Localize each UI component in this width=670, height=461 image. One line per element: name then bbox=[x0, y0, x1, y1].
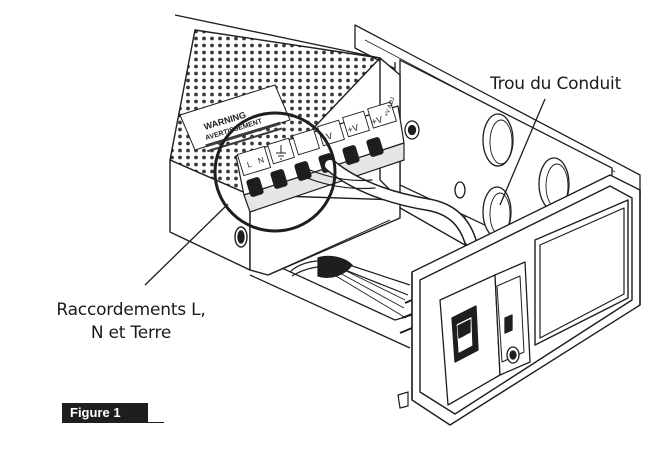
terminal-plus-v-1-label: +V bbox=[346, 122, 360, 135]
callout-connections: Raccordements L, N et Terre bbox=[36, 299, 226, 345]
terminal-n-label: N bbox=[257, 155, 265, 165]
callout-connections-line1: Raccordements L, bbox=[56, 300, 206, 320]
terminal-l-label: L bbox=[246, 160, 253, 170]
terminal-screws bbox=[246, 137, 384, 197]
display-window bbox=[539, 207, 625, 339]
callout-connections-line2: N et Terre bbox=[90, 323, 172, 343]
conduit-hole-1 bbox=[482, 113, 514, 167]
ribbon-cable bbox=[289, 255, 411, 319]
callout-conduit-hole: Trou du Conduit bbox=[490, 74, 622, 94]
terminal-minus-v-label: -V bbox=[322, 131, 334, 143]
terminal-plus-v-2-label: +V bbox=[370, 114, 384, 127]
leader-line-conduit bbox=[499, 98, 546, 206]
terminal-label-strip bbox=[236, 101, 397, 177]
mounting-tab bbox=[397, 391, 409, 409]
switch-door bbox=[399, 261, 531, 406]
figure-label: Figure 1 bbox=[62, 403, 148, 423]
terminal-block: L N -V +V +V +V ADJ bbox=[235, 97, 405, 213]
cable bbox=[299, 158, 477, 247]
leader-line-connections bbox=[144, 203, 229, 286]
highlight-circle bbox=[213, 111, 337, 233]
figure-label-rule bbox=[148, 422, 164, 423]
ground-icon bbox=[276, 145, 286, 160]
